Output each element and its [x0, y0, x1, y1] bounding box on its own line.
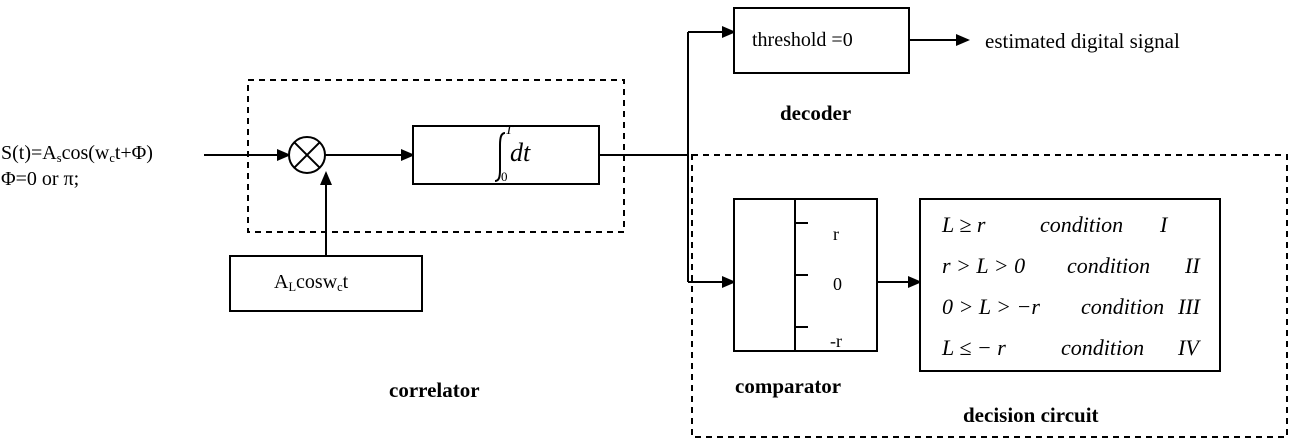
comparator-tick-minus-r: -r [830, 331, 842, 351]
condition-1-expr: L ≥ r [942, 212, 986, 237]
integral-body: dt [510, 138, 531, 167]
condition-3-num: III [1178, 294, 1200, 319]
condition-3-word: condition [1081, 294, 1165, 319]
input-signal-suffix: t+Φ) [114, 142, 153, 164]
condition-4-expr: L ≤ − r [942, 335, 1006, 360]
threshold-label: threshold =0 [752, 29, 853, 51]
comparator-tick-0: 0 [833, 274, 842, 294]
oscillator-mid: cosw [296, 271, 338, 293]
condition-4-word: condition [1061, 335, 1145, 360]
condition-2-num: II [1185, 253, 1200, 278]
comparator-box [733, 198, 878, 352]
comparator-tick-r: r [833, 224, 839, 244]
integrator-box [412, 125, 600, 185]
input-signal-sub2: c [109, 151, 115, 166]
condition-2-word: condition [1067, 253, 1151, 278]
correlator-label: correlator [389, 378, 480, 402]
condition-1-word: condition [1040, 212, 1124, 237]
condition-3-expr: 0 > L > −r [942, 294, 1040, 319]
oscillator-prefix: A [274, 271, 289, 293]
condition-2-expr: r > L > 0 [942, 253, 1026, 278]
oscillator-suffix: t [342, 271, 349, 293]
multiplier-symbol [288, 136, 326, 174]
comparator-label: comparator [735, 374, 842, 398]
threshold-box [733, 7, 910, 74]
decision-circuit-region [691, 154, 1288, 438]
condition-1-num: I [1160, 212, 1168, 237]
oscillator-box [229, 255, 423, 312]
oscillator-sub2: c [337, 280, 343, 295]
oscillator-label: ALcoswct [274, 272, 348, 294]
phase-note: Φ=0 or π; [1, 168, 80, 190]
conditions-box [919, 198, 1221, 372]
input-signal-label: S(t)=Ascos(wct+Φ) [1, 143, 153, 165]
input-signal-prefix: S(t)=A [1, 142, 57, 164]
integral-sign [494, 132, 506, 182]
output-label: estimated digital signal [985, 29, 1180, 53]
decision-circuit-label: decision circuit [963, 403, 1099, 427]
integral-lower-limit: 0 [501, 169, 508, 184]
decoder-label: decoder [780, 101, 852, 125]
integral-upper-limit: T [505, 123, 513, 138]
input-signal-sub: s [56, 151, 62, 166]
oscillator-sub: L [288, 280, 297, 295]
condition-4-num: IV [1178, 335, 1199, 360]
input-signal-mid: cos(w [61, 142, 110, 164]
